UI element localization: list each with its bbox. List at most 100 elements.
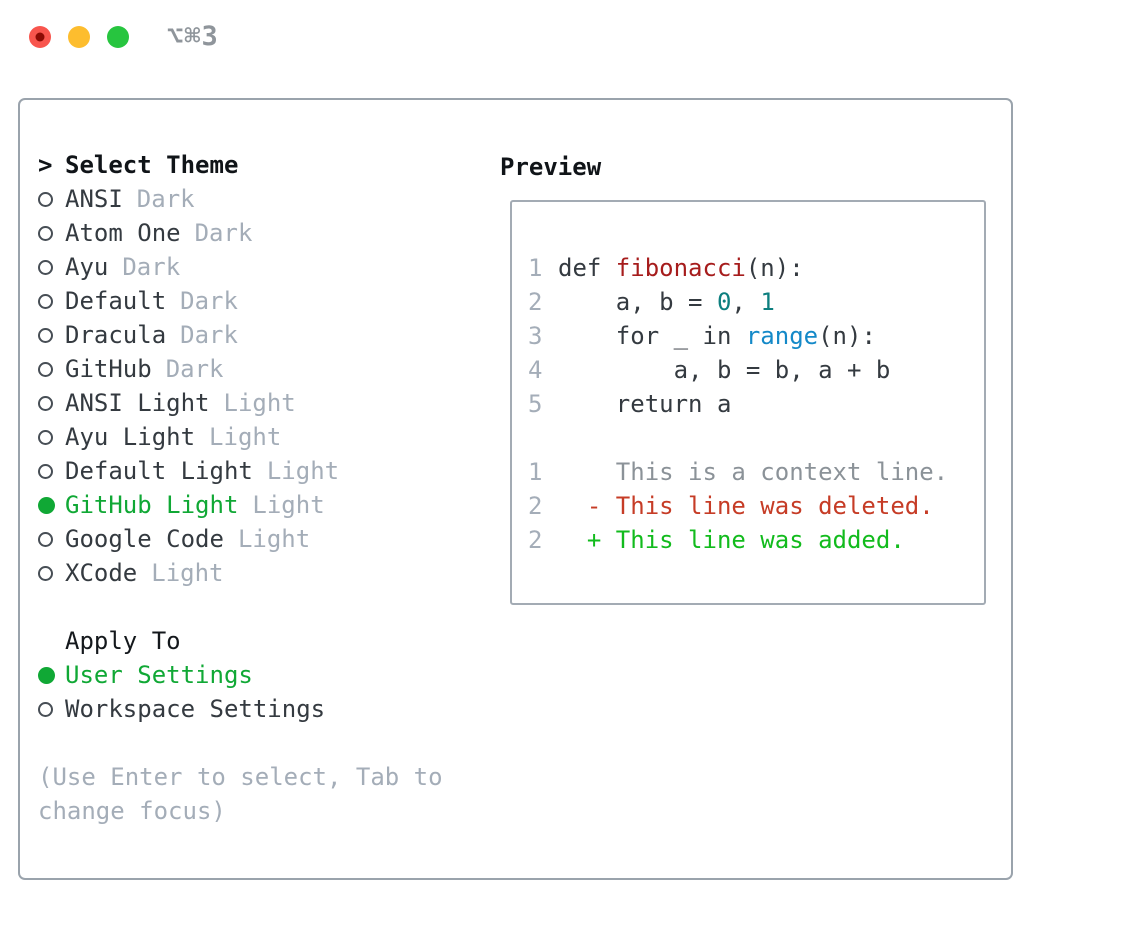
diff-content: - This line was deleted. — [558, 492, 934, 520]
code-content: return a — [558, 390, 732, 418]
theme-variant: Dark — [165, 355, 224, 383]
radio-column — [38, 293, 65, 309]
radio-column — [38, 225, 65, 241]
code-segment-num: 1 — [760, 288, 775, 316]
radio-unselected-icon — [38, 225, 53, 241]
theme-variant: Dark — [180, 321, 238, 349]
code-segment-text: , — [731, 288, 761, 316]
code-content: for _ in range(n): — [558, 322, 876, 350]
line-number: 2 — [528, 288, 543, 316]
code-segment-text: for _ in — [558, 322, 746, 350]
radio-unselected-icon — [38, 565, 53, 581]
apply-to-label: User Settings — [65, 661, 253, 689]
radio-column — [38, 701, 65, 717]
theme-name: Ayu Light — [65, 423, 196, 451]
line-number: 5 — [528, 390, 543, 418]
radio-column — [38, 463, 65, 479]
radio-column — [38, 191, 65, 207]
code-segment-func: fibonacci — [615, 254, 746, 282]
theme-name: ANSI — [65, 185, 123, 213]
theme-variant: Light — [237, 525, 311, 553]
diff-line-deleted: 2 - This line was deleted. — [528, 489, 968, 523]
hint-line-1: (Use Enter to select, Tab to — [38, 763, 443, 791]
window-shortcut-label: ⌥⌘3 — [167, 21, 219, 52]
code-content: a, b = 0, 1 — [558, 288, 775, 316]
theme-name: Dracula — [65, 321, 167, 349]
line-number: 2 — [528, 526, 543, 554]
line-number: 1 — [528, 458, 543, 486]
close-button[interactable] — [29, 26, 51, 48]
theme-option[interactable]: Dracula Dark — [38, 318, 443, 352]
zoom-button[interactable] — [107, 26, 129, 48]
line-number: 1 — [528, 254, 543, 282]
radio-column — [38, 429, 65, 445]
apply-to-option[interactable]: User Settings — [38, 658, 443, 692]
diff-content: + This line was added. — [558, 526, 905, 554]
theme-name: Google Code — [65, 525, 224, 553]
apply-to-label: Workspace Settings — [65, 695, 326, 723]
apply-to-option[interactable]: Workspace Settings — [38, 692, 443, 726]
code-segment-builtin: range — [745, 322, 819, 350]
theme-variant: Dark — [122, 253, 181, 281]
radio-selected-icon — [38, 496, 55, 514]
radio-unselected-icon — [38, 327, 53, 343]
apply-to-header-row: Apply To — [38, 624, 443, 658]
diff-line-context: 1 This is a context line. — [528, 455, 968, 489]
theme-variant: Light — [223, 389, 296, 417]
line-number: 2 — [528, 492, 543, 520]
radio-unselected-icon — [38, 531, 53, 547]
code-segment-text: def — [558, 254, 616, 282]
diff-preview: 1 This is a context line.2 - This line w… — [528, 455, 968, 557]
radio-unselected-icon — [38, 463, 53, 479]
code-content: def fibonacci(n): — [558, 254, 804, 282]
radio-column — [38, 395, 65, 411]
theme-option[interactable]: Default Dark — [38, 284, 443, 318]
code-line: 4 a, b = b, a + b — [528, 353, 968, 387]
select-theme-title: Select Theme — [65, 151, 239, 179]
minimize-button[interactable] — [68, 26, 90, 48]
radio-unselected-icon — [38, 429, 53, 445]
radio-unselected-icon — [38, 259, 53, 275]
theme-option[interactable]: Google Code Light — [38, 522, 443, 556]
radio-unselected-icon — [38, 191, 53, 207]
code-content: a, b = b, a + b — [558, 356, 891, 384]
code-line: 1 def fibonacci(n): — [528, 251, 968, 285]
code-segment-text: (n): — [818, 322, 876, 350]
theme-variant: Light — [266, 457, 340, 485]
code-segment-num: 0 — [716, 288, 732, 316]
diff-content: This is a context line. — [558, 458, 949, 486]
theme-name: Atom One — [65, 219, 181, 247]
radio-unselected-icon — [38, 395, 53, 411]
radio-column — [38, 496, 65, 514]
radio-column — [38, 666, 65, 684]
code-line: 5 return a — [528, 387, 968, 421]
theme-variant: Dark — [180, 287, 238, 315]
theme-option[interactable]: GitHub Dark — [38, 352, 443, 386]
line-number: 4 — [528, 356, 543, 384]
theme-name: XCode — [65, 559, 138, 587]
radio-column — [38, 531, 65, 547]
radio-selected-icon — [38, 666, 55, 684]
code-segment-text: return a — [558, 390, 732, 418]
theme-variant: Light — [252, 491, 325, 519]
apply-to-title: Apply To — [65, 627, 181, 655]
spacer — [528, 421, 968, 455]
select-theme-header: > Select Theme — [38, 148, 443, 182]
titlebar — [29, 26, 129, 48]
theme-name: GitHub — [65, 355, 152, 383]
theme-name: Default — [65, 287, 167, 315]
radio-column — [38, 327, 65, 343]
code-line: 3 for _ in range(n): — [528, 319, 968, 353]
